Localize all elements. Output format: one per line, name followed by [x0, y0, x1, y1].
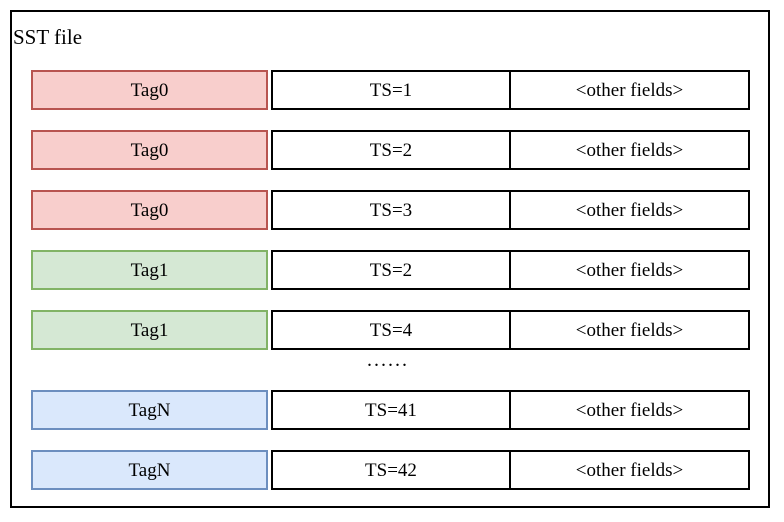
record-row: Tag0 TS=2 <other fields>: [31, 130, 750, 170]
other-fields-cell: <other fields>: [509, 190, 750, 230]
tag-cell: Tag1: [31, 310, 268, 350]
record-row: Tag0 TS=3 <other fields>: [31, 190, 750, 230]
timestamp-cell: TS=3: [271, 190, 511, 230]
other-fields-cell: <other fields>: [509, 70, 750, 110]
record-row: TagN TS=41 <other fields>: [31, 390, 750, 430]
timestamp-cell: TS=2: [271, 130, 511, 170]
timestamp-cell: TS=42: [271, 450, 511, 490]
record-row: Tag0 TS=1 <other fields>: [31, 70, 750, 110]
other-fields-cell: <other fields>: [509, 310, 750, 350]
other-fields-cell: <other fields>: [509, 130, 750, 170]
timestamp-cell: TS=2: [271, 250, 511, 290]
tag-cell: TagN: [31, 390, 268, 430]
tag-cell: Tag1: [31, 250, 268, 290]
other-fields-cell: <other fields>: [509, 450, 750, 490]
tag-cell: Tag0: [31, 190, 268, 230]
tag-cell: Tag0: [31, 130, 268, 170]
timestamp-cell: TS=4: [271, 310, 511, 350]
record-row: TagN TS=42 <other fields>: [31, 450, 750, 490]
tag-cell: TagN: [31, 450, 268, 490]
record-row: Tag1 TS=4 <other fields>: [31, 310, 750, 350]
timestamp-cell: TS=41: [271, 390, 511, 430]
other-fields-cell: <other fields>: [509, 250, 750, 290]
record-row: Tag1 TS=2 <other fields>: [31, 250, 750, 290]
timestamp-cell: TS=1: [271, 70, 511, 110]
diagram-title: SST file: [13, 25, 83, 49]
other-fields-cell: <other fields>: [509, 390, 750, 430]
tag-cell: Tag0: [31, 70, 268, 110]
rows-ellipsis: ......: [367, 349, 409, 371]
